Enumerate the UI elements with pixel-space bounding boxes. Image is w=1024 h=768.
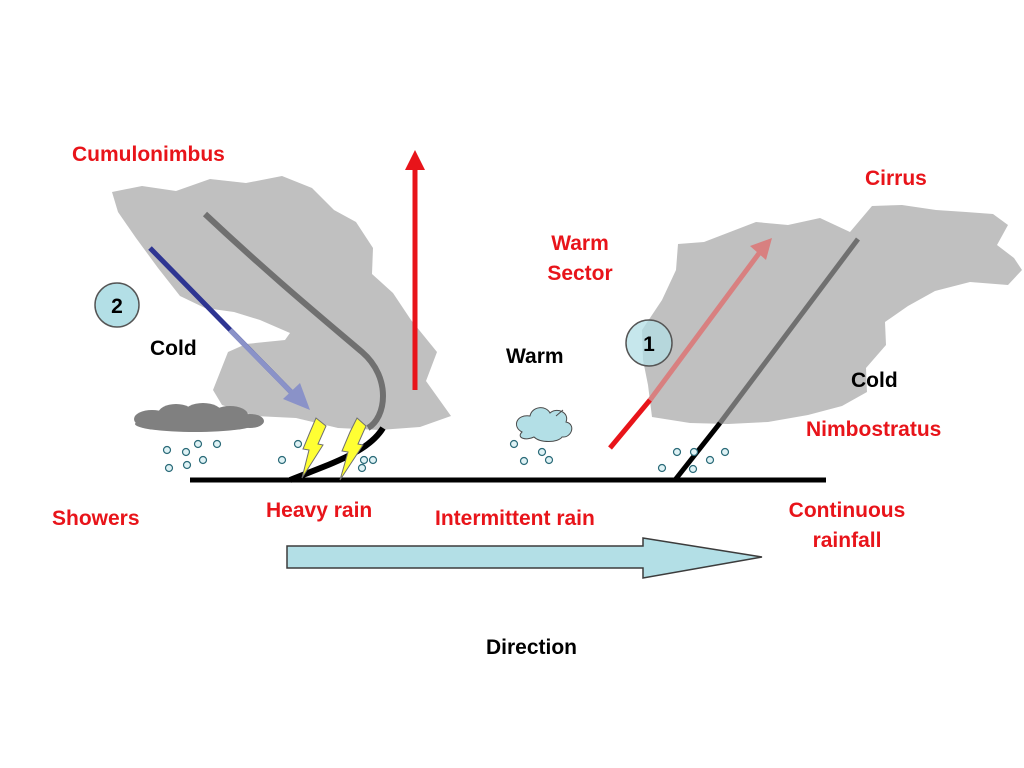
cold-front-upper-line — [202, 211, 386, 431]
direction-label: Direction — [486, 636, 578, 659]
warm-front-marker-number: 1 — [643, 333, 655, 356]
warm-front-upper-line — [718, 237, 860, 425]
rising-air-arrow — [405, 150, 425, 390]
cumulonimbus-label: Cumulonimbus — [72, 143, 225, 166]
shower-cloud-icon — [134, 403, 264, 432]
light-cloud-icon — [515, 407, 573, 442]
warm-sector-label: Warm Sector — [530, 229, 630, 289]
heavy-rain-label: Heavy rain — [266, 499, 373, 522]
warm-sector-label-line2: Sector — [547, 262, 613, 285]
nimbostratus-label: Nimbostratus — [806, 418, 942, 441]
showers-raindrops — [162, 439, 222, 473]
cumulonimbus-cloud — [112, 176, 451, 430]
cirrus-nimbostratus-cloud — [642, 205, 1022, 424]
cold-air-arrow — [148, 246, 310, 410]
continuous-rain-raindrops — [657, 447, 730, 474]
cold-front-marker: 2 — [94, 282, 140, 328]
cold-air-label-left: Cold — [150, 337, 197, 360]
intermittent-rain-raindrops — [509, 439, 554, 466]
cold-front-marker-number: 2 — [111, 295, 123, 318]
lightning-bolt-icon — [301, 417, 327, 479]
direction-arrow — [286, 537, 763, 579]
cirrus-label: Cirrus — [865, 167, 927, 190]
continuous-rainfall-label: Continuous rainfall — [765, 496, 929, 556]
continuous-rainfall-label-line2: rainfall — [812, 529, 882, 552]
lightning-bolt-icon — [339, 417, 367, 481]
continuous-rainfall-label-line1: Continuous — [788, 499, 906, 522]
warm-air-arrow — [608, 238, 772, 450]
warm-sector-label-line1: Warm — [551, 232, 609, 255]
heavy-rain-raindrops — [277, 439, 378, 473]
cold-air-label-right: Cold — [851, 369, 898, 392]
warm-air-label: Warm — [506, 345, 564, 368]
warm-front-marker: 1 — [625, 319, 673, 367]
intermittent-rain-label: Intermittent rain — [435, 507, 595, 530]
showers-label: Showers — [52, 507, 140, 530]
